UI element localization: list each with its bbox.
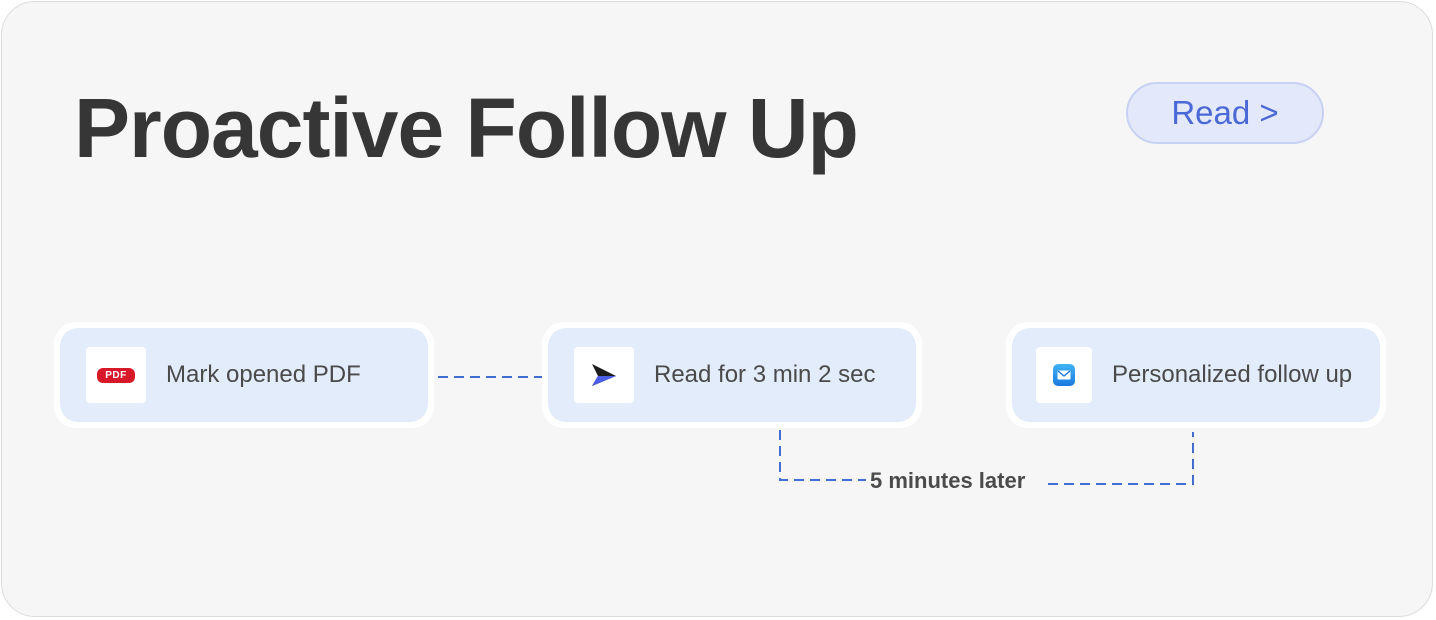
flow-step-card: Personalized follow up xyxy=(1012,328,1380,422)
pdf-badge: PDF xyxy=(97,367,135,383)
flow-step-label: Personalized follow up xyxy=(1112,361,1353,388)
flow-step-personalized-follow-up: Personalized follow up xyxy=(1006,322,1386,428)
flow-step-mark-opened-pdf: PDF Mark opened PDF xyxy=(54,322,434,428)
mail-icon xyxy=(1036,347,1092,403)
connector-step2-step3-tail xyxy=(1048,432,1194,485)
page-title: Proactive Follow Up xyxy=(74,81,859,175)
flow-step-card: PDF Mark opened PDF xyxy=(60,328,428,422)
paper-plane-icon-graphic xyxy=(592,364,616,386)
flow-step-label: Mark opened PDF xyxy=(166,361,361,388)
flow-step-read-duration: Read for 3 min 2 sec xyxy=(542,322,922,428)
mail-icon-graphic xyxy=(1053,364,1075,386)
read-button[interactable]: Read > xyxy=(1126,82,1324,144)
flow-step-label: Read for 3 min 2 sec xyxy=(654,361,876,388)
pdf-icon: PDF xyxy=(86,347,146,403)
flow-step-card: Read for 3 min 2 sec xyxy=(548,328,916,422)
delay-label: 5 minutes later xyxy=(868,468,1028,494)
connector-step2-step3 xyxy=(779,430,866,481)
paper-plane-icon xyxy=(574,347,634,403)
